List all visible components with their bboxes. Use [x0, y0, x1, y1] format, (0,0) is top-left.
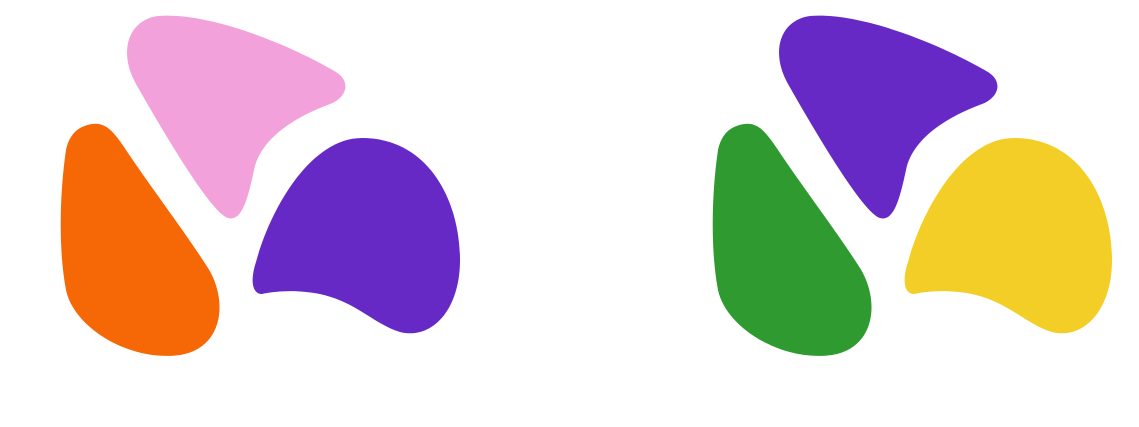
logo-top-blob [779, 15, 998, 219]
logo-mark-b [712, 15, 1112, 356]
logo-top-blob [127, 15, 346, 219]
logo-variant-b [652, 0, 1139, 427]
logo-mark-a [60, 15, 460, 356]
logo-left-blob [60, 123, 220, 356]
logo-right-blob [252, 138, 460, 334]
logo-left-blob [712, 123, 872, 356]
logo-variant-a [0, 0, 560, 427]
logo-right-blob [904, 138, 1112, 334]
